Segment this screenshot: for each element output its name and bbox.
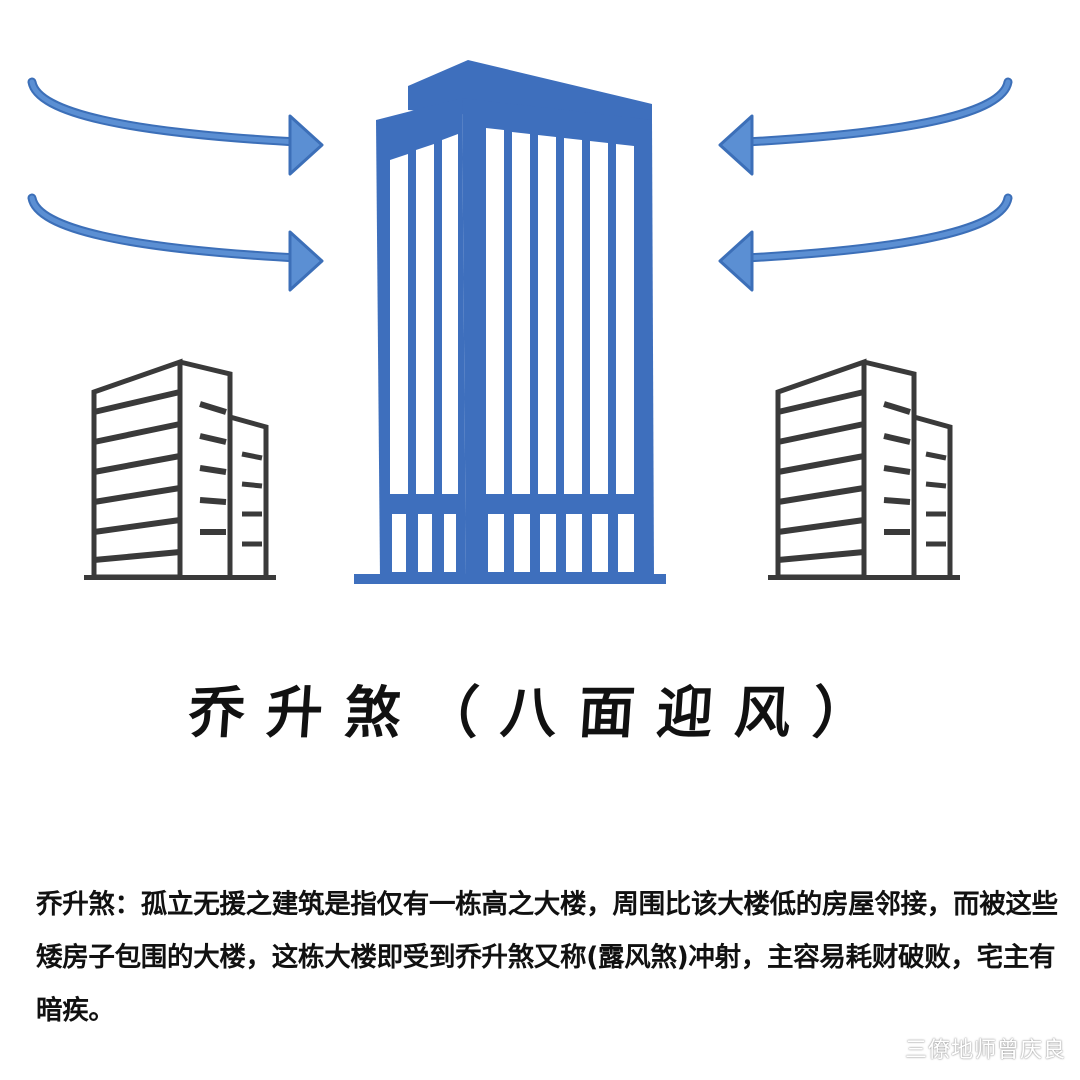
wind-arrow-left-bottom	[27, 193, 324, 292]
wind-arrow-right-bottom	[718, 193, 1013, 292]
tall-tower	[354, 60, 666, 584]
wind-building-illustration	[27, 60, 1013, 584]
description-text: 乔升煞：孤立无援之建筑是指仅有一栋高之大楼，周围比该大楼低的房屋邻接，而被这些矮…	[36, 889, 1058, 1026]
wind-arrow-left-top	[27, 77, 324, 176]
diagram-title: 乔升煞（八面迎风）	[186, 681, 893, 746]
low-building-right	[768, 362, 960, 580]
watermark: 三僚地师曾庆良	[904, 1038, 1066, 1063]
low-building-left	[84, 362, 276, 580]
wind-arrow-right-top	[718, 77, 1013, 176]
